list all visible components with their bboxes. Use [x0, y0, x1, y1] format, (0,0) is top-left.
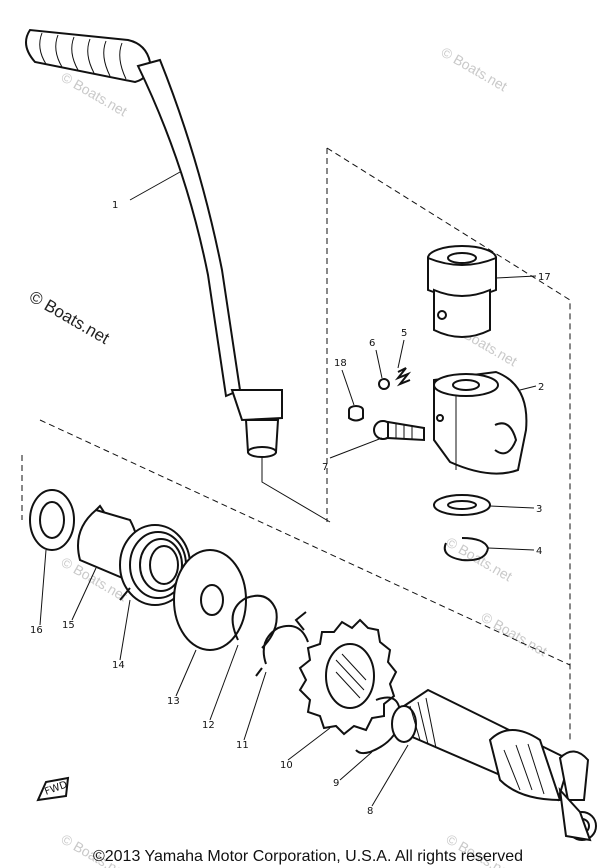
copyright-notice: ©2013 Yamaha Motor Corporation, U.S.A. A…	[92, 848, 524, 865]
part-label-12: 12	[202, 720, 215, 731]
lever-boss-part	[433, 370, 528, 475]
return-spring-part	[355, 696, 402, 755]
spring-clip-part	[255, 611, 309, 677]
kick-gear-part	[298, 618, 398, 736]
thrust-washer-part	[173, 549, 247, 651]
part-label-4: 4	[536, 546, 542, 557]
circlip-part	[443, 537, 490, 562]
assembly-boundary-line	[39, 419, 571, 666]
ball-part	[378, 378, 390, 390]
plug-part	[348, 405, 364, 422]
part-label-11: 11	[236, 740, 249, 751]
part-label-16: 16	[30, 625, 43, 636]
leader-lines	[39, 171, 537, 807]
part-label-2: 2	[538, 382, 544, 393]
collar-part	[427, 245, 497, 338]
part-label-14: 14	[112, 660, 125, 671]
assembly-boundary-line	[326, 147, 571, 740]
part-label-7: 7	[322, 462, 328, 473]
watermark-main: © Boats.net	[26, 287, 113, 348]
part-label-6: 6	[369, 338, 375, 349]
spring-part	[394, 367, 412, 387]
kick-lever-part	[25, 28, 283, 458]
part-label-9: 9	[333, 778, 339, 789]
part-label-1: 1	[112, 200, 118, 211]
kick-axle-part	[391, 688, 597, 842]
watermark-faint: © Boats.net	[439, 44, 511, 95]
part-label-10: 10	[280, 760, 293, 771]
part-label-13: 13	[167, 696, 180, 707]
part-label-18: 18	[334, 358, 347, 369]
part-label-17: 17	[538, 272, 551, 283]
oil-seal-part	[29, 489, 75, 551]
part-label-15: 15	[62, 620, 75, 631]
part-label-5: 5	[401, 328, 407, 339]
washer-part	[433, 494, 491, 516]
kick-spring-part	[119, 524, 191, 606]
fwd-arrow-icon: FWD	[36, 776, 69, 802]
watermark-faint: © Boats.net	[479, 609, 551, 660]
bolt-part	[373, 420, 425, 442]
part-label-3: 3	[536, 504, 542, 515]
part-label-8: 8	[367, 806, 373, 817]
